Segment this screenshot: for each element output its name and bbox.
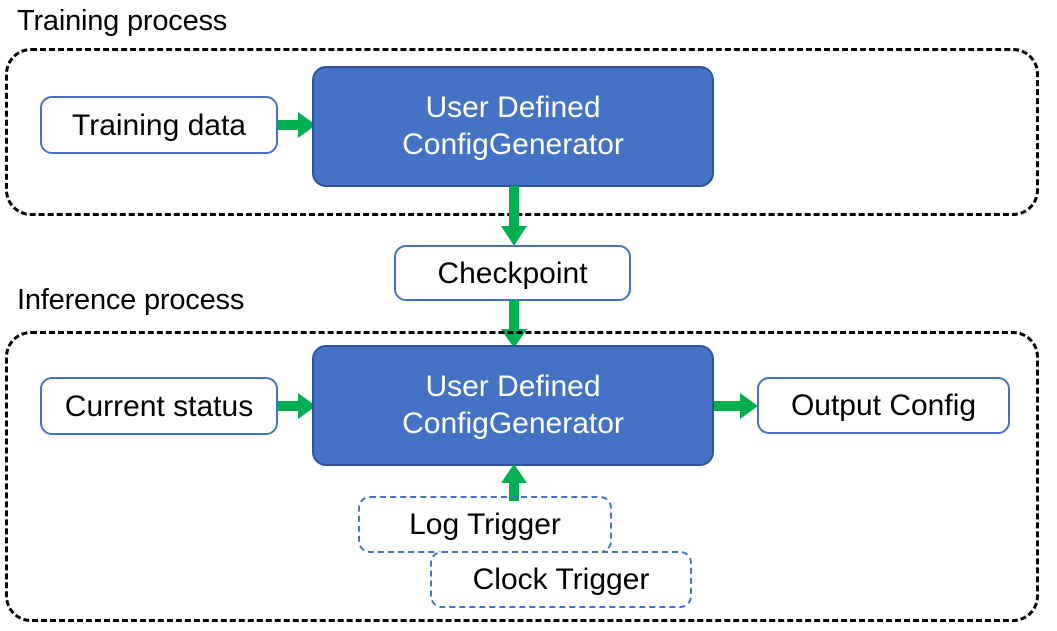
node-training-config-generator[interactable]: User Defined ConfigGenerator xyxy=(312,66,714,187)
node-clock-trigger[interactable]: Clock Trigger xyxy=(430,551,692,608)
node-training-data-label: Training data xyxy=(72,108,246,142)
arrow-current-status-to-generator xyxy=(278,388,318,424)
node-current-status-label: Current status xyxy=(64,389,254,423)
node-log-trigger-label: Log Trigger xyxy=(409,508,561,541)
node-clock-trigger-label: Clock Trigger xyxy=(472,563,650,596)
arrow-checkpoint-to-inference-generator xyxy=(496,300,532,350)
node-inference-config-generator-line1: User Defined xyxy=(425,369,601,403)
node-output-config-label: Output Config xyxy=(790,389,977,422)
inference-process-group xyxy=(5,331,1039,622)
inference-process-caption: Inference process xyxy=(17,284,245,316)
node-training-config-generator-line2: ConfigGenerator xyxy=(402,127,624,161)
arrow-generator-to-checkpoint xyxy=(496,186,532,248)
arrow-training-data-to-generator xyxy=(278,107,318,143)
node-training-config-generator-line1: User Defined xyxy=(425,90,601,124)
node-inference-config-generator[interactable]: User Defined ConfigGenerator xyxy=(312,345,714,466)
node-training-data[interactable]: Training data xyxy=(40,96,278,154)
training-process-caption: Training process xyxy=(17,5,228,37)
training-process-group xyxy=(5,48,1039,216)
arrow-generator-to-output-config xyxy=(714,388,760,424)
node-inference-config-generator-line2: ConfigGenerator xyxy=(402,406,624,440)
node-checkpoint[interactable]: Checkpoint xyxy=(394,245,631,301)
arrow-triggers-to-generator xyxy=(496,464,532,502)
node-output-config[interactable]: Output Config xyxy=(757,377,1010,434)
node-log-trigger[interactable]: Log Trigger xyxy=(358,496,612,553)
node-checkpoint-label: Checkpoint xyxy=(437,256,588,290)
node-current-status[interactable]: Current status xyxy=(40,377,278,435)
